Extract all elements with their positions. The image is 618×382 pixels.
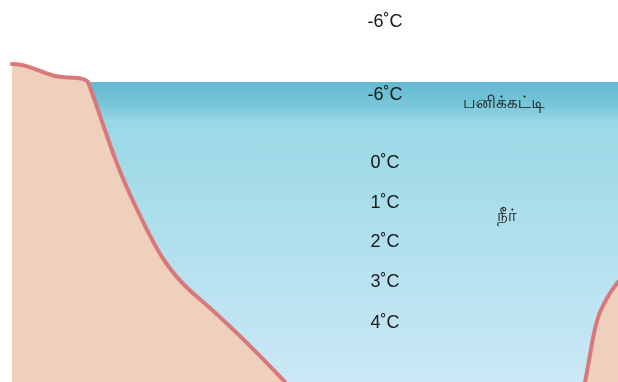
- left-bank-outline: [10, 62, 287, 382]
- water-temperature-label: 2˚C: [370, 231, 400, 251]
- water-temperature-label: 3˚C: [370, 271, 400, 291]
- ice-temperature-label: -6˚C: [367, 84, 403, 104]
- ice-layer: [88, 82, 618, 120]
- left-bank: [12, 64, 285, 382]
- water-label: நீர்: [497, 206, 517, 226]
- right-bank-outline: [583, 280, 618, 382]
- air-temperature-label: -6˚C: [367, 11, 403, 31]
- water-temperature-label: 0˚C: [370, 152, 400, 172]
- water-temperature-label: 4˚C: [370, 312, 400, 332]
- water-temperature-label: 1˚C: [370, 192, 400, 212]
- right-bank: [585, 282, 618, 382]
- ice-label: பனிக்கட்டி: [463, 93, 545, 113]
